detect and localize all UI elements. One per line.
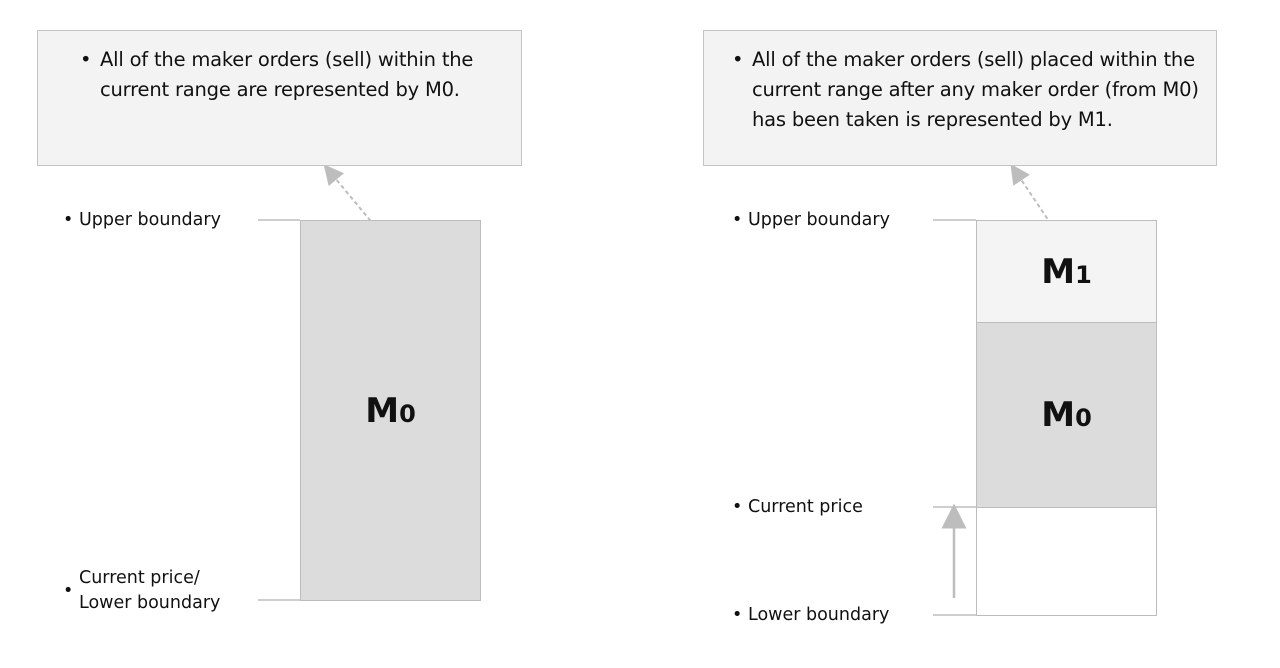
left-note-box: All of the maker orders (sell) within th… (37, 30, 522, 166)
right-current-price-label: •Current price (732, 497, 863, 517)
left-note-text: All of the maker orders (sell) within th… (80, 45, 520, 105)
m0-label: M0 (365, 390, 416, 431)
m1-block: M1 (976, 220, 1157, 323)
left-upper-boundary-label: •Upper boundary (63, 210, 221, 230)
m0-block-right: M0 (976, 322, 1157, 508)
empty-range-block (976, 507, 1157, 616)
right-upper-boundary-label: •Upper boundary (732, 210, 890, 230)
m0-block: M0 (300, 220, 481, 601)
right-lower-boundary-label: •Lower boundary (732, 605, 890, 625)
m1-label: M1 (1041, 251, 1092, 292)
right-note-text: All of the maker orders (sell) placed wi… (732, 45, 1212, 135)
right-note-box: All of the maker orders (sell) placed wi… (703, 30, 1217, 166)
m0-label-right: M0 (1041, 395, 1092, 435)
left-lower-boundary-label: • Current price/ Lower boundary (63, 568, 221, 613)
